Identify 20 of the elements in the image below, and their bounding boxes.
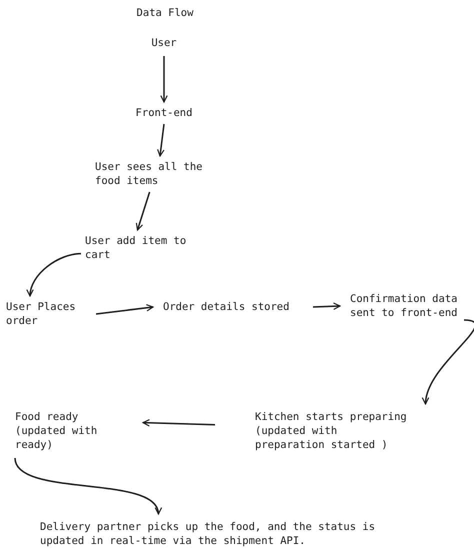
arrow bbox=[157, 124, 165, 157]
diagram-title: Data Flow bbox=[136, 6, 194, 20]
node-text: Delivery partner picks up the food, and the status is updated in real-time via the shipment API. bbox=[40, 520, 376, 548]
arrow bbox=[312, 302, 341, 310]
node-text: User sees all the food items bbox=[95, 160, 204, 188]
arrow bbox=[142, 419, 216, 427]
arrow bbox=[136, 192, 150, 231]
arrow bbox=[14, 458, 160, 515]
node-text: User Places order bbox=[6, 300, 77, 328]
node-text: Food ready (updated with ready) bbox=[15, 410, 98, 452]
node-text: Front-end bbox=[134, 106, 194, 120]
arrow bbox=[96, 304, 154, 315]
node-text: User add item to cart bbox=[85, 234, 188, 262]
node-text: User bbox=[150, 36, 178, 50]
arrow bbox=[422, 319, 474, 405]
arrow bbox=[26, 252, 82, 297]
node-text: Confirmation data sent to front-end bbox=[350, 292, 458, 320]
arrow bbox=[160, 56, 168, 103]
node-text: Order details stored bbox=[163, 300, 290, 314]
node-text: Kitchen starts preparing (updated with preparation started ) bbox=[255, 410, 408, 452]
